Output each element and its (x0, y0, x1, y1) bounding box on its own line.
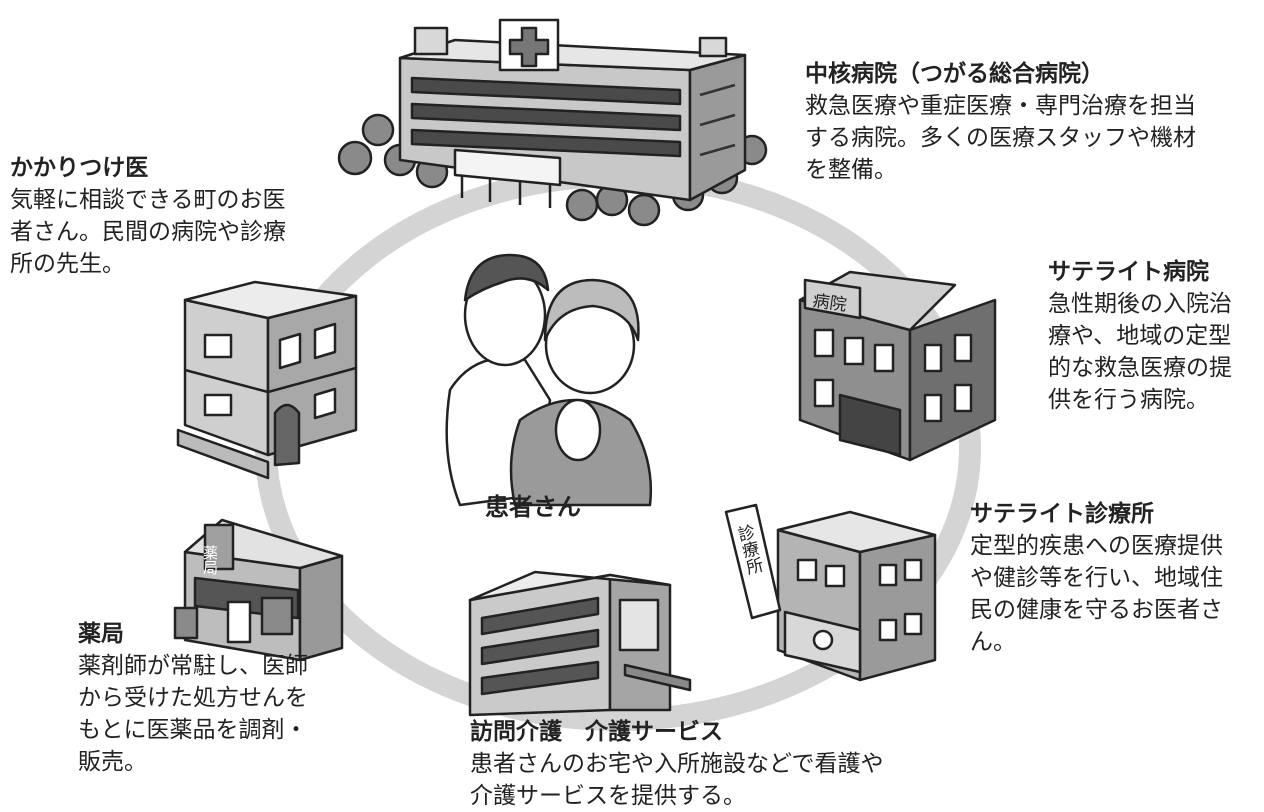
pharmacy-sign: 薬局 (201, 545, 219, 576)
satellite-hospital-sign: 病院 (811, 291, 847, 316)
family-doctor-building (176, 280, 358, 480)
care-facility-building (468, 570, 692, 717)
family-doctor-description: 気軽に相談できる町のお医 者さん。民間の病院や診療 所の先生。 (10, 187, 286, 277)
patients-illustration (445, 253, 653, 507)
pharmacy-block: 薬局 薬剤師が常駐し、医師 から受けた処方せんを もとに医薬品を調剤・ 販売。 (78, 618, 378, 778)
home-care-description: 患者さんのお宅や入所施設などで看護や 介護サービスを提供する。 (470, 751, 884, 809)
core-hospital-description: 救急医療や重症医療・専門治療を担当 する病院。多くの医療スタッフや機材 を整備。 (805, 93, 1196, 183)
satellite-clinic-description: 定型的疾患への医療提供 や健診等を行い、地域住 民の健康を守るお医者さ ん。 (970, 533, 1223, 655)
pharmacy-title: 薬局 (78, 621, 124, 647)
satellite-clinic-block: サテライト診療所 定型的疾患への医療提供 や健診等を行い、地域住 民の健康を守る… (970, 498, 1260, 658)
core-hospital-block: 中核病院（つがる総合病院） 救急医療や重症医療・専門治療を担当 する病院。多くの… (805, 58, 1255, 186)
core-hospital-title: 中核病院（つがる総合病院） (805, 61, 1104, 87)
home-care-title: 訪問介護 介護サービス (470, 719, 723, 745)
family-doctor-block: かかりつけ医 気軽に相談できる町のお医 者さん。民間の病院や診療 所の先生。 (10, 152, 360, 280)
satellite-hospital-building (798, 270, 997, 462)
home-care-block: 訪問介護 介護サービス 患者さんのお宅や入所施設などで看護や 介護サービスを提供… (470, 716, 990, 812)
family-doctor-title: かかりつけ医 (10, 155, 149, 181)
patient-label: 患者さん (485, 493, 581, 521)
satellite-clinic-title: サテライト診療所 (970, 501, 1154, 527)
satellite-hospital-title: サテライト病院 (1048, 259, 1209, 285)
pharmacy-description: 薬剤師が常駐し、医師 から受けた処方せんを もとに医薬品を調剤・ 販売。 (78, 653, 308, 775)
satellite-hospital-block: サテライト病院 急性期後の入院治 療や、地域の定型 的な救急医療の提 供を行う病… (1048, 256, 1258, 416)
satellite-hospital-description: 急性期後の入院治 療や、地域の定型 的な救急医療の提 供を行う病院。 (1048, 291, 1232, 413)
pharmacy-building (173, 518, 344, 662)
core-hospital-building (337, 18, 768, 227)
satellite-clinic-building (724, 503, 937, 682)
